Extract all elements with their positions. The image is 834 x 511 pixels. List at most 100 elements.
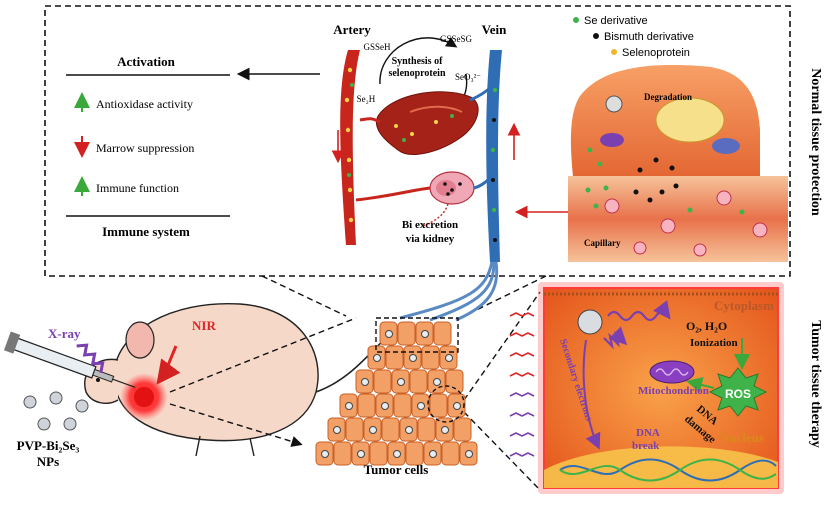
seo3-label: SeO₃²⁻ bbox=[455, 72, 481, 82]
np-label-2: NPs bbox=[37, 454, 59, 469]
immune-item-label: Marrow suppression bbox=[96, 141, 194, 155]
mouse-tail bbox=[315, 339, 385, 393]
nanoparticle-icon bbox=[361, 378, 369, 386]
artery-vessel bbox=[340, 50, 360, 245]
nanoparticle-icon bbox=[373, 354, 381, 362]
tumor-cell bbox=[417, 417, 436, 442]
tumor-cell bbox=[445, 369, 464, 394]
vein-label: Vein bbox=[482, 22, 508, 37]
mouse-ear bbox=[125, 321, 155, 359]
immune-item-label: Immune function bbox=[96, 181, 179, 195]
tumor-cell bbox=[385, 345, 404, 370]
xray-label: X-ray bbox=[48, 326, 81, 341]
legend-label: Se derivative bbox=[584, 15, 648, 27]
xray-wave-icon bbox=[76, 343, 105, 374]
synthesis-label-1: Synthesis of bbox=[392, 56, 444, 67]
immune-item-2: Marrow suppression bbox=[74, 136, 194, 158]
connector-line bbox=[463, 291, 541, 401]
excretion-label-2: via kidney bbox=[406, 233, 455, 245]
tumor-cells-label: Tumor cells bbox=[364, 462, 429, 477]
bismuth-dot-icon bbox=[593, 33, 599, 39]
nanoparticle-icon bbox=[445, 354, 453, 362]
connector-line bbox=[169, 403, 303, 447]
connector-line bbox=[463, 411, 541, 491]
connector-line bbox=[169, 317, 357, 393]
nanoparticle-icon bbox=[465, 450, 473, 458]
normal-tissue-label: Normal tissue protection bbox=[808, 68, 823, 216]
dna-break-label-1: DNA bbox=[636, 427, 660, 439]
circulation: Artery Vein GSSeH GSSeSG Se₂H SeO₃²⁻ Syn… bbox=[331, 22, 521, 262]
gsseg-label: GSSeSG bbox=[440, 34, 473, 44]
tumor-cell bbox=[405, 441, 424, 466]
tumor-cell bbox=[357, 393, 376, 418]
liver-icon bbox=[376, 91, 479, 155]
immune-system-label: Immune system bbox=[102, 224, 190, 239]
dna-break-label-2: break bbox=[632, 440, 660, 452]
normal-cell-panel: Degradation Capillary bbox=[514, 65, 788, 262]
se2h-label: Se₂H bbox=[357, 94, 376, 104]
immune-item-3: Immune function bbox=[74, 176, 179, 196]
mouse-panel: X-ray NIR PVP-Bi₂Se₃ NPs bbox=[3, 302, 385, 469]
immune-item-label: Antioxidase activity bbox=[96, 97, 193, 111]
tumor-cell bbox=[421, 345, 440, 370]
syringe-icon bbox=[3, 331, 136, 388]
nucleus-region bbox=[544, 446, 778, 488]
nanoparticle-icon bbox=[357, 450, 365, 458]
tumor-cell bbox=[333, 441, 352, 466]
mitochondrion-icon bbox=[600, 133, 624, 147]
nanoparticle-icon bbox=[405, 426, 413, 434]
nanoparticle-icon bbox=[429, 450, 437, 458]
nanoparticle-icon bbox=[321, 450, 329, 458]
connector-line bbox=[463, 275, 547, 317]
ros-label: ROS bbox=[725, 387, 751, 401]
nir-arrow-icon bbox=[156, 345, 181, 385]
ionization-label: Ionization bbox=[690, 337, 738, 349]
nanoparticle-icon bbox=[417, 402, 425, 410]
synthesis-label-2: selenoprotein bbox=[388, 68, 445, 79]
selenoprotein-dot-icon bbox=[611, 49, 617, 55]
nanoparticle-icon bbox=[393, 450, 401, 458]
o2h2o-label: O₂, H₂O bbox=[686, 319, 727, 333]
artery-label: Artery bbox=[333, 22, 371, 37]
tumor-cell bbox=[381, 417, 400, 442]
tumor-cell bbox=[433, 321, 452, 346]
vein-vessel bbox=[486, 50, 502, 262]
nanoparticle-icon bbox=[433, 378, 441, 386]
tumor-cell bbox=[369, 441, 388, 466]
normal-tissue-box bbox=[44, 5, 791, 277]
ros-burst-icon bbox=[708, 367, 768, 417]
legend-label: Bismuth derivative bbox=[604, 31, 694, 43]
nanoparticle-icon bbox=[605, 95, 623, 113]
nanoparticle-icon bbox=[333, 426, 341, 434]
tumor-cell bbox=[373, 369, 392, 394]
excretion-label-1: Bi excretion bbox=[402, 219, 458, 231]
organelle-icon bbox=[712, 138, 740, 154]
degradation-label: Degradation bbox=[644, 92, 692, 102]
legend: Se derivative Bismuth derivative Selenop… bbox=[573, 15, 694, 59]
nanoparticle-icon bbox=[397, 378, 405, 386]
nanoparticle-icon bbox=[453, 402, 461, 410]
legend-label: Selenoprotein bbox=[622, 47, 690, 59]
tumor-cell-cluster: Tumor cells bbox=[315, 317, 478, 477]
zoom-circle bbox=[427, 385, 465, 423]
tumor-therapy-panel: Cytoplasm O₂, H₂O Ionization ROS Mitocho… bbox=[509, 282, 784, 494]
cytoplasm-label: Cytoplasm bbox=[714, 298, 774, 313]
immune-panel: Activation Antioxidase activity Marrow s… bbox=[66, 54, 320, 239]
nanoparticle-icon bbox=[409, 354, 417, 362]
capillary-vessel bbox=[568, 176, 788, 262]
tumor-cell bbox=[409, 369, 428, 394]
nir-label: NIR bbox=[192, 318, 216, 333]
nanoparticle-icon bbox=[385, 330, 393, 338]
tumor-cell bbox=[393, 393, 412, 418]
tumor-cell bbox=[345, 417, 364, 442]
mitochondrion-label: Mitochondrion bbox=[638, 385, 709, 397]
tumor-cell bbox=[441, 441, 460, 466]
connector-line bbox=[261, 275, 347, 317]
nucleus-label: Nucleus bbox=[720, 430, 764, 445]
nanoparticle-icon bbox=[345, 402, 353, 410]
nanoparticle-icon bbox=[577, 309, 603, 335]
np-label-1: PVP-Bi₂Se₃ bbox=[17, 438, 80, 453]
capillary-label: Capillary bbox=[584, 238, 621, 248]
